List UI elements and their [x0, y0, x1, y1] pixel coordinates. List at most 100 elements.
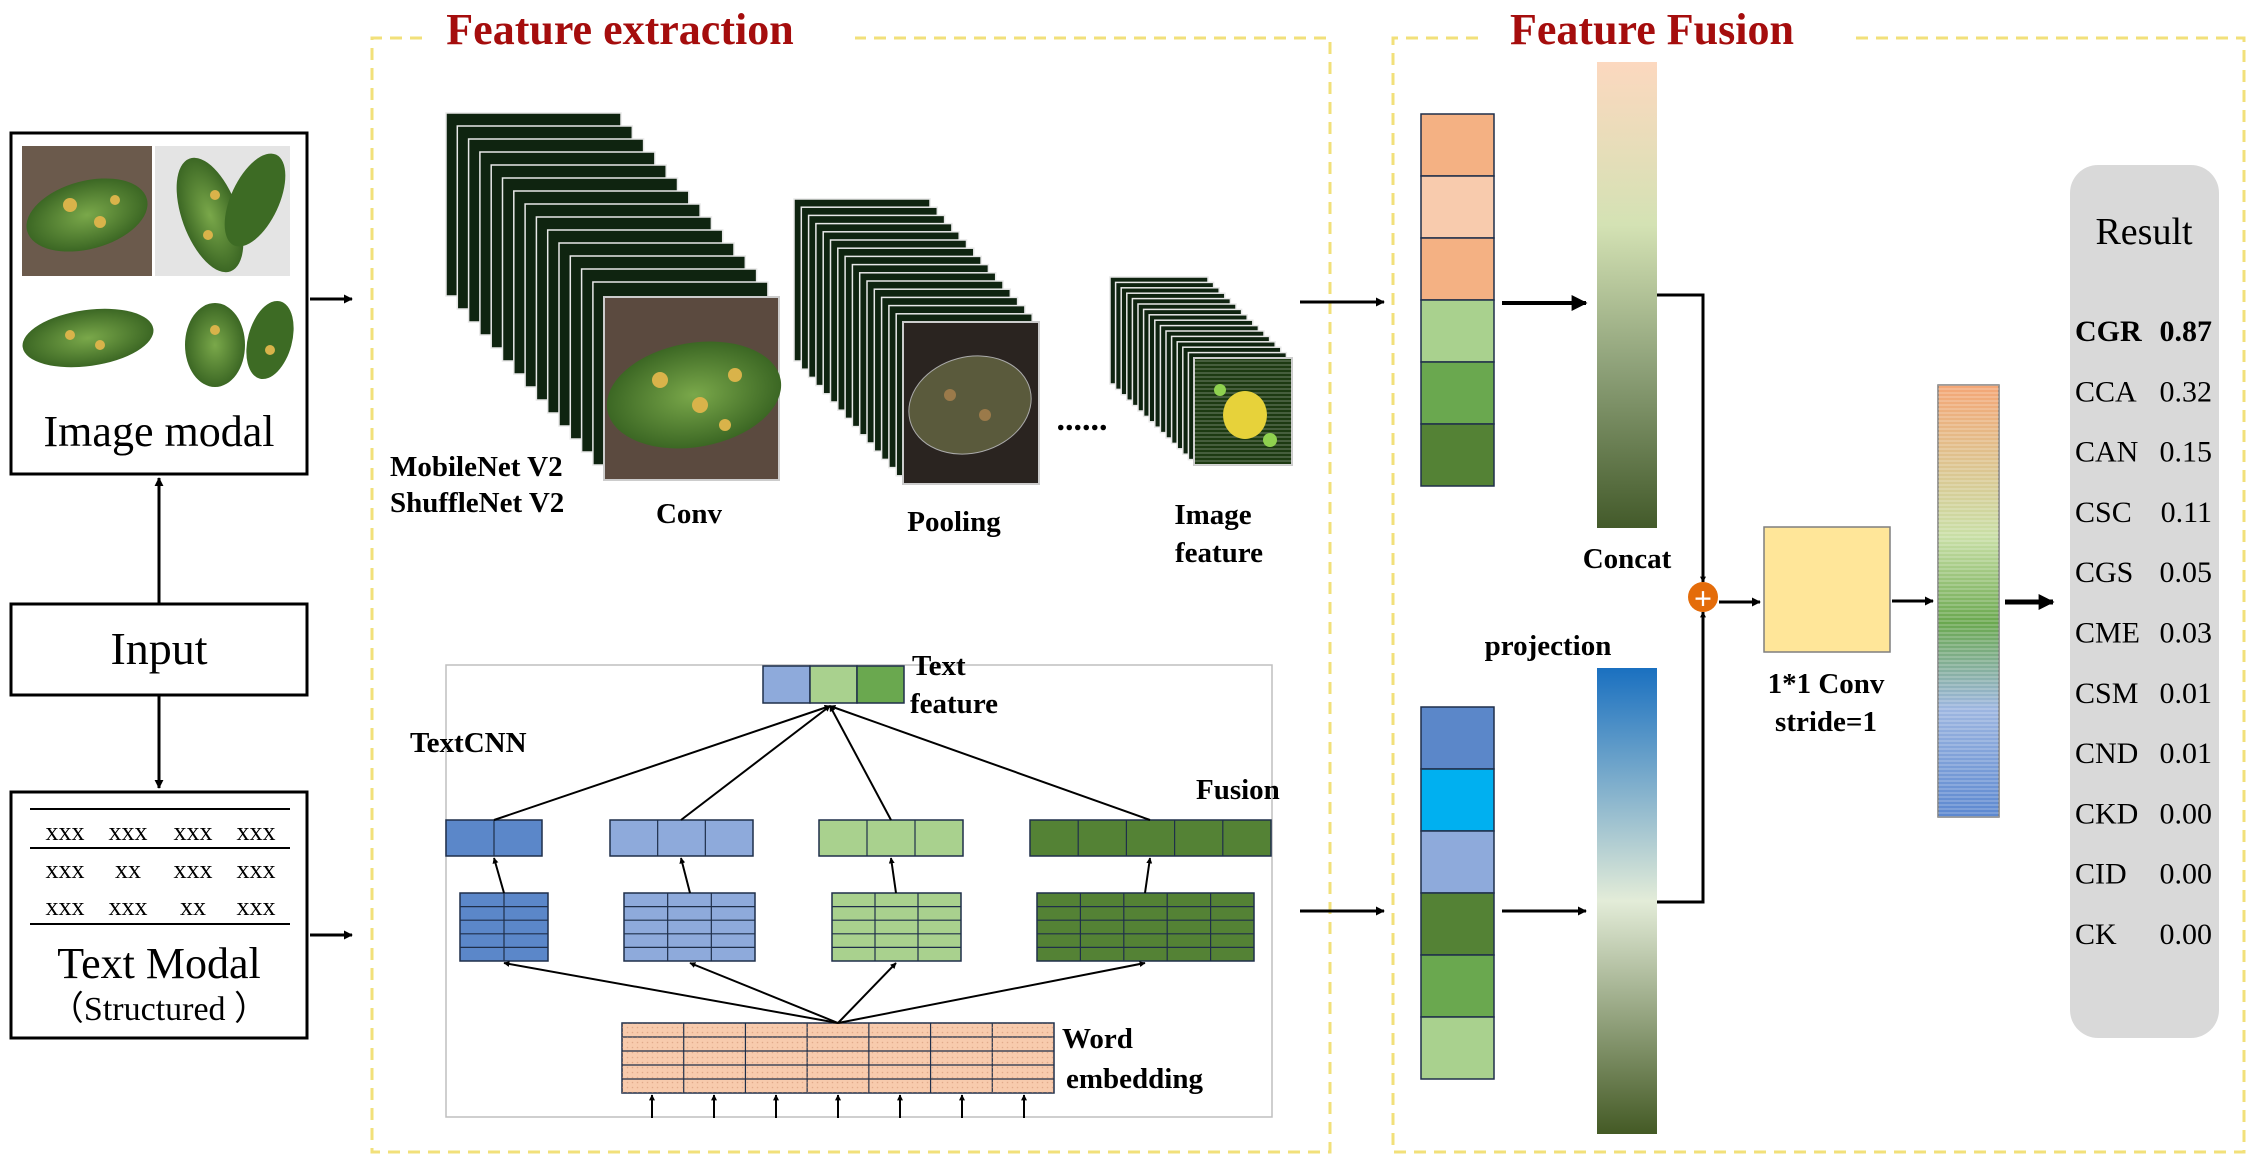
- table-cell: xxx: [46, 855, 85, 884]
- result-class-label: CK: [2075, 918, 2117, 951]
- result-class-score: 0.15: [2160, 436, 2213, 469]
- conv-map-3: [831, 892, 962, 962]
- projection-bar: [1597, 668, 1657, 1134]
- image-vector-cell: [1420, 113, 1495, 177]
- projection-to-plus-line: [1657, 611, 1706, 904]
- concat-to-plus-line: [1657, 293, 1706, 583]
- embedding-to-conv-arrow: [837, 961, 1146, 1024]
- word-embedding-label-1: Word: [1062, 1023, 1133, 1055]
- pool-to-feature-arrow: [680, 705, 831, 821]
- text-vector-cell: [1420, 954, 1495, 1018]
- result-title: Result: [2095, 211, 2193, 253]
- text-feature-label-2: feature: [910, 688, 998, 720]
- text-vector-cell: [1420, 1016, 1495, 1080]
- extraction-frame: [370, 36, 1332, 1154]
- output-bar: [1937, 384, 2000, 818]
- embedding-to-conv-arrow: [837, 962, 897, 1024]
- fusion-frame: [1391, 36, 2246, 1154]
- plus-symbol: +: [1694, 580, 1712, 616]
- pooling-label: Pooling: [907, 506, 1001, 538]
- image-vector-cell: [1420, 237, 1495, 301]
- text-feature-cell: [762, 665, 811, 704]
- text-feature-vector: [1420, 706, 1495, 1080]
- text-vector-cell: [1420, 706, 1495, 770]
- text-vector-cell: [1420, 768, 1495, 832]
- result-class-label: CGS: [2075, 556, 2133, 589]
- extraction-title: Feature extraction: [446, 5, 793, 54]
- input-label: Input: [110, 623, 207, 674]
- leaf-photo-3: [22, 300, 294, 387]
- result-class-score: 0.01: [2160, 677, 2213, 710]
- image-feature-label-1: Image: [1174, 499, 1251, 531]
- plus-operator: +: [1688, 580, 1718, 616]
- result-class-score: 0.11: [2161, 496, 2212, 529]
- conv-1x1-box: [1763, 526, 1891, 653]
- conv-to-pool-arrow: [1144, 857, 1153, 894]
- concat-bar: [1597, 62, 1657, 528]
- result-class-score: 0.05: [2160, 556, 2213, 589]
- image-modal-box: Image modal: [9, 131, 309, 476]
- conv-to-pool-arrow: [679, 857, 691, 894]
- pool-to-feature-arrow: [829, 704, 1151, 821]
- input-box: Input: [9, 602, 309, 697]
- table-cell: xxx: [46, 892, 85, 921]
- table-cell: xxx: [174, 855, 213, 884]
- pooled-vector-3: [818, 819, 964, 857]
- leaf-photo-1: [22, 146, 152, 276]
- textcnn-blocks: [445, 665, 1272, 1094]
- table-cell: xxx: [109, 892, 148, 921]
- conv-to-pool-arrow: [492, 857, 505, 894]
- textcnn-panel: TextCNN Text feature Fusion Word embeddi…: [410, 650, 1280, 1118]
- pooled-vector-2: [609, 819, 754, 857]
- image-vector-cell: [1420, 175, 1495, 239]
- result-class-label: CSC: [2075, 496, 2132, 529]
- result-class-label: CME: [2075, 617, 2140, 650]
- result-class-label: CSM: [2075, 677, 2138, 710]
- result-class-score: 0.01: [2160, 737, 2213, 770]
- image-vector-cell: [1420, 361, 1495, 425]
- table-cell: xxx: [237, 855, 276, 884]
- image-vector-cell: [1420, 299, 1495, 363]
- result-class-score: 0.03: [2160, 617, 2213, 650]
- textcnn-connections: [492, 704, 1153, 1118]
- leaf-photo-2: [155, 146, 290, 276]
- result-class-score: 0.87: [2160, 315, 2213, 348]
- image-feature-front: [1193, 357, 1293, 466]
- projection-label: projection: [1485, 630, 1612, 662]
- backbone-label-1: MobileNet V2: [390, 451, 563, 483]
- conv-1x1-label-2: stride=1: [1775, 706, 1877, 738]
- result-class-label: CID: [2075, 858, 2127, 891]
- table-cell: xxx: [237, 892, 276, 921]
- pooled-vector-4: [1029, 819, 1272, 857]
- result-class-label: CND: [2075, 737, 2138, 770]
- result-class-score: 0.00: [2160, 797, 2213, 830]
- embedding-to-conv-arrow: [689, 962, 839, 1024]
- image-modal-label: Image modal: [44, 407, 275, 456]
- table-cell: xx: [180, 892, 206, 921]
- image-vector-cell: [1420, 423, 1495, 487]
- conv-1x1-label-1: 1*1 Conv: [1768, 668, 1885, 700]
- conv-label: Conv: [656, 498, 723, 530]
- text-modal-sub: （Structured ）: [50, 990, 268, 1028]
- table-cell: xxx: [109, 817, 148, 846]
- pool-to-feature-arrow: [493, 704, 831, 821]
- text-feature-cell: [856, 665, 905, 704]
- table-cell: xxx: [237, 817, 276, 846]
- conv-front-photo: [603, 296, 782, 481]
- embedding-to-conv-arrow: [503, 961, 839, 1024]
- image-feature-vector: [1420, 113, 1495, 487]
- result-class-label: CCA: [2075, 375, 2137, 408]
- text-feature-label-1: Text: [912, 650, 966, 682]
- table-cell: xxx: [174, 817, 213, 846]
- backbone-label-2: ShuffleNet V2: [390, 487, 564, 519]
- result-class-label: CGR: [2075, 315, 2142, 348]
- result-class-score: 0.00: [2160, 858, 2213, 891]
- conv-map-4: [1036, 892, 1255, 962]
- word-embedding-label-2: embedding: [1066, 1063, 1203, 1095]
- ellipsis-label: ......: [1057, 401, 1108, 438]
